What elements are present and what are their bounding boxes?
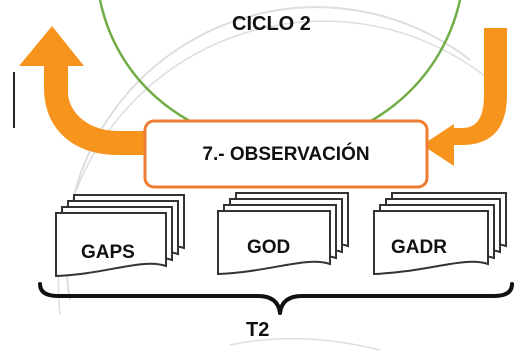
- left-cycle-arrow: [19, 26, 158, 155]
- grouping-brace: [38, 282, 514, 315]
- brace-label: T2: [246, 319, 270, 341]
- doc-label-gadr: GADR: [391, 237, 447, 258]
- observation-box: [143, 119, 429, 189]
- doc-stack-gaps: [55, 194, 185, 278]
- doc-stack-god: [217, 192, 349, 276]
- doc-stack-gadr: [373, 192, 507, 276]
- cycle-title: CICLO 2: [232, 13, 311, 35]
- doc-label-gaps: GAPS: [81, 242, 135, 263]
- doc-label-god: GOD: [247, 237, 291, 258]
- observation-label: 7.- OBSERVACIÓN: [202, 143, 370, 165]
- right-cycle-arrow: [422, 28, 507, 166]
